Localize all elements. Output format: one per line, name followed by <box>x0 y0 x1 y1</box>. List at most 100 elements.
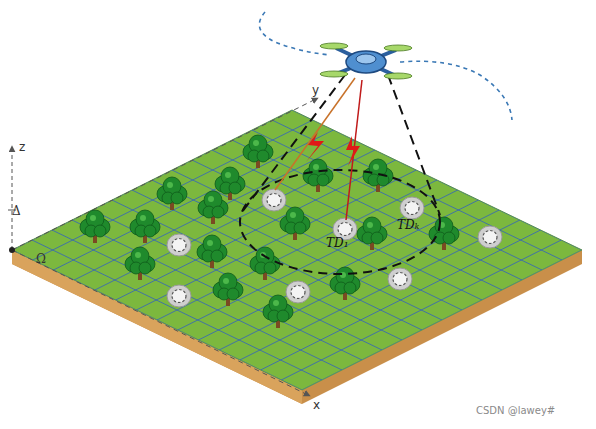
tree-highlight <box>208 196 214 202</box>
coverage-cone <box>242 75 440 220</box>
tree-crown <box>317 174 329 186</box>
grid-line <box>74 140 354 280</box>
lightning-bolt <box>346 136 360 166</box>
origin-dot <box>9 247 15 253</box>
device-ring <box>267 194 281 207</box>
tree-highlight <box>140 215 146 221</box>
uav-body <box>346 51 386 73</box>
tree-crown <box>211 250 223 262</box>
tree-highlight <box>373 164 379 170</box>
device-label: TD₁ <box>326 236 348 250</box>
link-line <box>346 80 362 220</box>
uav-arm <box>336 50 396 74</box>
tree <box>357 217 387 250</box>
terminal-device <box>262 189 286 211</box>
tree-highlight <box>367 222 373 228</box>
tree-crown <box>144 225 156 237</box>
device-base <box>167 234 191 256</box>
tree <box>429 217 459 250</box>
grid-line <box>92 210 382 350</box>
tree-highlight <box>90 215 96 221</box>
grid-line <box>261 230 541 370</box>
terminal-device <box>286 281 310 303</box>
terminal-device <box>388 268 412 290</box>
tree-crown <box>277 310 289 322</box>
uav <box>320 43 412 79</box>
grid-line <box>292 110 582 250</box>
device-ring <box>172 290 186 303</box>
terminal-device <box>478 226 502 248</box>
tree-crown <box>229 182 241 194</box>
tree <box>80 210 110 243</box>
y-axis <box>12 98 318 250</box>
tree <box>130 210 160 243</box>
tree <box>280 207 310 240</box>
grid-line <box>272 120 562 260</box>
height-label: Δ <box>12 204 21 218</box>
terminal-device <box>167 234 191 256</box>
axis-label: y <box>312 83 319 97</box>
device-ring <box>483 231 497 244</box>
device-base <box>262 189 286 211</box>
grid-line <box>240 220 520 360</box>
tree-highlight <box>273 300 279 306</box>
tree-crown <box>94 225 106 237</box>
watermark: CSDN @lawey# <box>476 405 555 416</box>
cone-edge <box>242 75 345 212</box>
tree-crown <box>227 288 239 300</box>
tree <box>198 191 228 224</box>
tree-highlight <box>313 164 319 170</box>
tree-crown <box>171 192 183 204</box>
grid-line <box>219 210 499 350</box>
tree <box>157 177 187 210</box>
device-ring <box>172 239 186 252</box>
tree <box>303 159 333 192</box>
grid-line <box>33 120 313 260</box>
tree-crown <box>212 206 224 218</box>
tree-crown <box>371 232 383 244</box>
cone-edge <box>388 75 440 215</box>
device-base <box>167 285 191 307</box>
device-base <box>400 197 424 219</box>
grid-line <box>232 140 522 280</box>
region-label: Ω <box>36 252 46 266</box>
tree <box>125 247 155 280</box>
uav-top <box>356 54 376 64</box>
tree-crown <box>257 150 269 162</box>
x-axis <box>12 250 310 396</box>
tree <box>213 273 243 306</box>
axis-label: z <box>19 140 25 154</box>
propeller <box>384 73 412 79</box>
axes <box>8 98 318 396</box>
tree <box>250 247 280 280</box>
flight-path-right <box>400 61 512 120</box>
tree-highlight <box>290 212 296 218</box>
tree-highlight <box>135 252 141 258</box>
grid-line <box>302 250 582 390</box>
flight-path <box>259 12 512 120</box>
device-ring <box>393 273 407 286</box>
tree <box>330 267 360 300</box>
tree-highlight <box>207 240 213 246</box>
device-ring <box>338 223 352 236</box>
ground-plate <box>12 110 582 404</box>
tree-highlight <box>253 140 259 146</box>
propeller <box>320 71 348 77</box>
tree-highlight <box>225 172 231 178</box>
tree <box>263 295 293 328</box>
tree-crown <box>443 232 455 244</box>
grid-line <box>252 130 542 270</box>
device-ring <box>291 286 305 299</box>
device-label: TDₖ <box>397 218 419 232</box>
propeller <box>384 45 412 51</box>
tree <box>243 135 273 168</box>
device-base <box>388 268 412 290</box>
device-ring <box>405 202 419 215</box>
tree-crown <box>139 262 151 274</box>
plate-top <box>12 110 582 390</box>
terminal-device <box>400 197 424 219</box>
flight-path-left <box>259 12 330 55</box>
terminal-devices <box>167 189 502 307</box>
